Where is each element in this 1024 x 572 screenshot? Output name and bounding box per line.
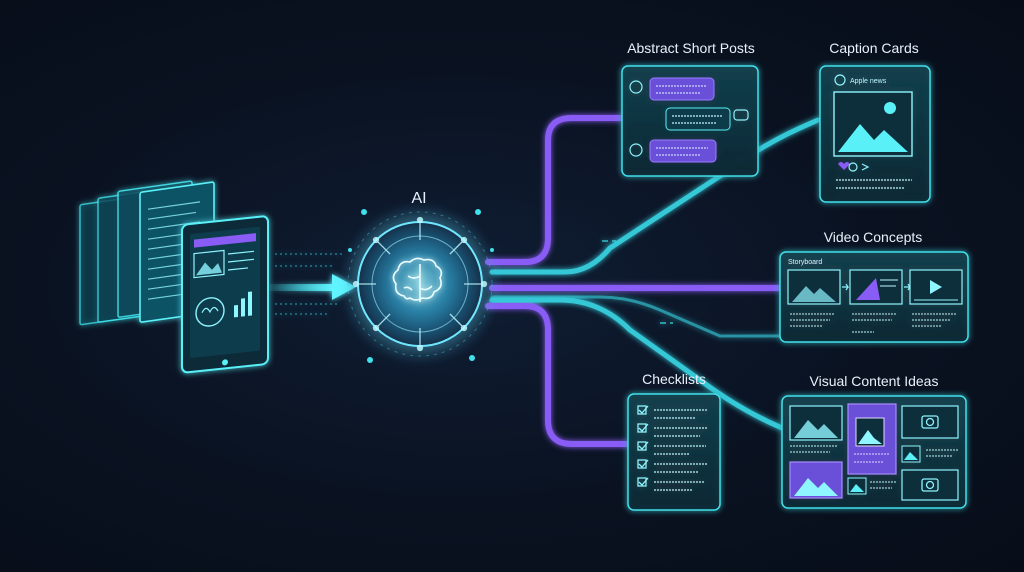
label-visual-content-ideas: Visual Content Ideas — [810, 373, 939, 389]
brain-chip-icon — [392, 257, 443, 302]
avatar-icon — [834, 74, 846, 86]
share-icon — [861, 163, 870, 171]
label-checklists: Checklists — [642, 371, 706, 387]
caption-card-handle: Apple news — [850, 78, 887, 85]
label-abstract-short-posts: Abstract Short Posts — [627, 40, 755, 56]
card-abstract-short-posts — [621, 65, 759, 177]
card-video-concepts: Storyboard — [779, 251, 969, 343]
image-icon — [838, 124, 908, 152]
label-video-concepts: Video Concepts — [824, 229, 923, 245]
image-icon — [858, 430, 882, 444]
hub-label: AI — [411, 190, 426, 207]
image-icon — [794, 478, 838, 496]
label-caption-cards: Caption Cards — [829, 40, 919, 56]
checkbox-icon — [637, 459, 649, 469]
connector-abstract-short-posts — [485, 115, 625, 265]
brain-icon — [195, 297, 225, 327]
card-caption-cards: Apple news — [819, 65, 931, 203]
document-stack-icon — [79, 180, 215, 326]
chat-bubble-icon — [733, 109, 749, 121]
checkbox-icon — [637, 477, 649, 487]
tablet-icon — [181, 215, 269, 374]
connector-lines — [485, 115, 821, 447]
chat-bubble-icon — [629, 80, 643, 94]
camera-icon — [921, 478, 939, 492]
comment-icon — [848, 162, 858, 172]
bar-chart-icon — [234, 291, 252, 318]
checkbox-icon — [637, 423, 649, 433]
connector-visual-content-ideas — [489, 297, 785, 431]
play-icon — [930, 280, 942, 294]
card-checklists — [627, 393, 721, 511]
storyboard-label: Storyboard — [788, 259, 822, 266]
connector-checklists — [485, 303, 631, 447]
checkbox-icon — [637, 405, 649, 415]
image-icon — [794, 420, 838, 438]
checkbox-icon — [637, 441, 649, 451]
camera-icon — [921, 415, 939, 429]
ai-hub — [336, 200, 504, 368]
image-icon — [792, 286, 836, 302]
card-visual-content-ideas — [781, 395, 967, 509]
heart-icon — [838, 162, 850, 170]
